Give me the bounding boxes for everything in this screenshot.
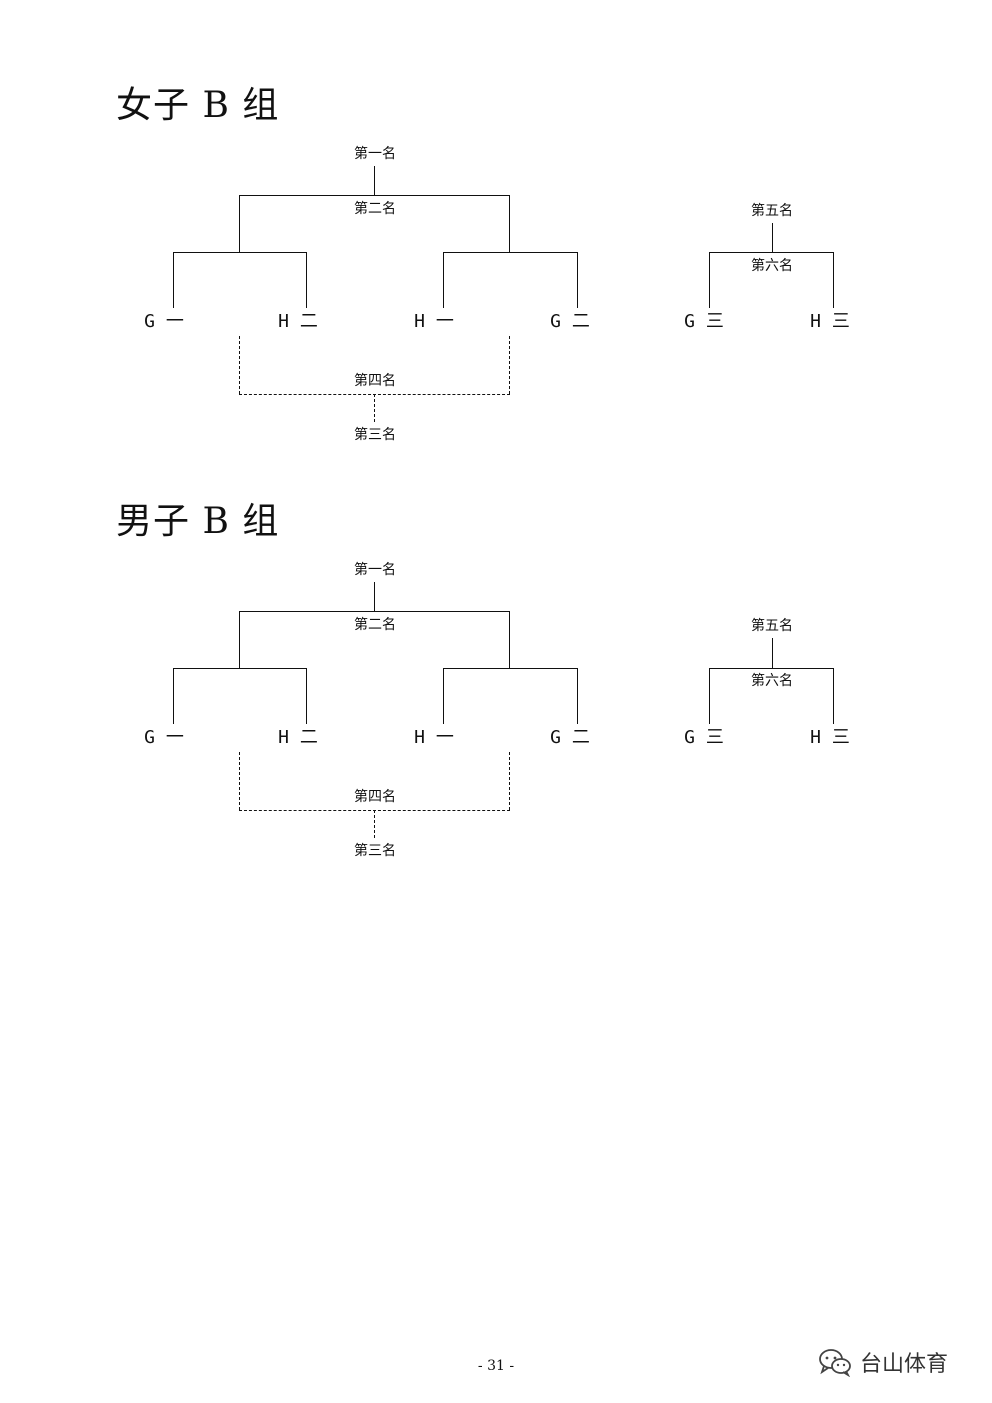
team-g3-line <box>709 252 710 308</box>
team-label: G 二 <box>550 311 590 332</box>
label-fourth-place: 第四名 <box>354 373 396 389</box>
team-label: G 一 <box>144 311 184 332</box>
third-right-dashed-line <box>509 336 510 394</box>
wechat-icon <box>819 1349 851 1377</box>
semi-right-stem-line <box>509 611 510 668</box>
semi-right-stem-line <box>509 195 510 252</box>
label-second-place: 第二名 <box>354 201 396 217</box>
team-label: G 三 <box>684 727 724 748</box>
bracket-section-men: 男子 B 组 第一名 第二名 G 一 H 二 H 一 G 二 第四名 第三名 第… <box>0 501 992 912</box>
team-h2-line <box>306 252 307 308</box>
team-label: H 一 <box>414 311 454 332</box>
team-label: H 二 <box>278 311 318 332</box>
team-label: H 二 <box>278 727 318 748</box>
label-third-place: 第三名 <box>354 843 396 859</box>
label-fifth-place: 第五名 <box>751 203 793 219</box>
fifth-stem-line <box>772 638 773 668</box>
team-g1-line <box>173 252 174 308</box>
label-fifth-place: 第五名 <box>751 618 793 634</box>
label-sixth-place: 第六名 <box>751 258 793 274</box>
team-label: H 三 <box>810 727 850 748</box>
semi-right-bar-line <box>443 252 578 253</box>
semi-left-stem-line <box>239 611 240 668</box>
watermark: 台山体育 <box>818 1346 948 1378</box>
team-g3-line <box>709 668 710 724</box>
semi-left-stem-line <box>239 195 240 252</box>
third-right-dashed-line <box>509 752 510 810</box>
third-stem-dashed-line <box>374 810 375 838</box>
team-g2-line <box>577 252 578 308</box>
team-h3-line <box>833 668 834 724</box>
team-h1-line <box>443 252 444 308</box>
bracket-section-women: 女子 B 组 第一名 第二名 G 一 H 二 H 一 G 二 第四名 第三名 第… <box>0 85 992 496</box>
team-label: H 一 <box>414 727 454 748</box>
team-label: G 二 <box>550 727 590 748</box>
team-h2-line <box>306 668 307 724</box>
third-left-dashed-line <box>239 336 240 394</box>
third-left-dashed-line <box>239 752 240 810</box>
label-sixth-place: 第六名 <box>751 673 793 689</box>
final-bar-line <box>239 195 510 196</box>
team-g2-line <box>577 668 578 724</box>
third-stem-dashed-line <box>374 394 375 422</box>
label-third-place: 第三名 <box>354 427 396 443</box>
semi-left-bar-line <box>173 668 307 669</box>
final-bar-line <box>239 611 510 612</box>
team-label: H 三 <box>810 311 850 332</box>
team-label: G 一 <box>144 727 184 748</box>
team-h3-line <box>833 252 834 308</box>
label-fourth-place: 第四名 <box>354 789 396 805</box>
fifth-stem-line <box>772 223 773 252</box>
fifth-bar-line <box>709 252 834 253</box>
watermark-text: 台山体育 <box>860 1352 949 1377</box>
fifth-bar-line <box>709 668 834 669</box>
team-label: G 三 <box>684 311 724 332</box>
section-title: 女子 B 组 <box>116 85 280 126</box>
label-second-place: 第二名 <box>354 617 396 633</box>
label-first-place: 第一名 <box>354 146 396 162</box>
team-g1-line <box>173 668 174 724</box>
page-number: - 31 - <box>477 1358 515 1374</box>
team-h1-line <box>443 668 444 724</box>
label-first-place: 第一名 <box>354 562 396 578</box>
final-stem-line <box>374 582 375 611</box>
section-title: 男子 B 组 <box>116 501 280 542</box>
semi-left-bar-line <box>173 252 307 253</box>
semi-right-bar-line <box>443 668 578 669</box>
final-stem-line <box>374 166 375 195</box>
